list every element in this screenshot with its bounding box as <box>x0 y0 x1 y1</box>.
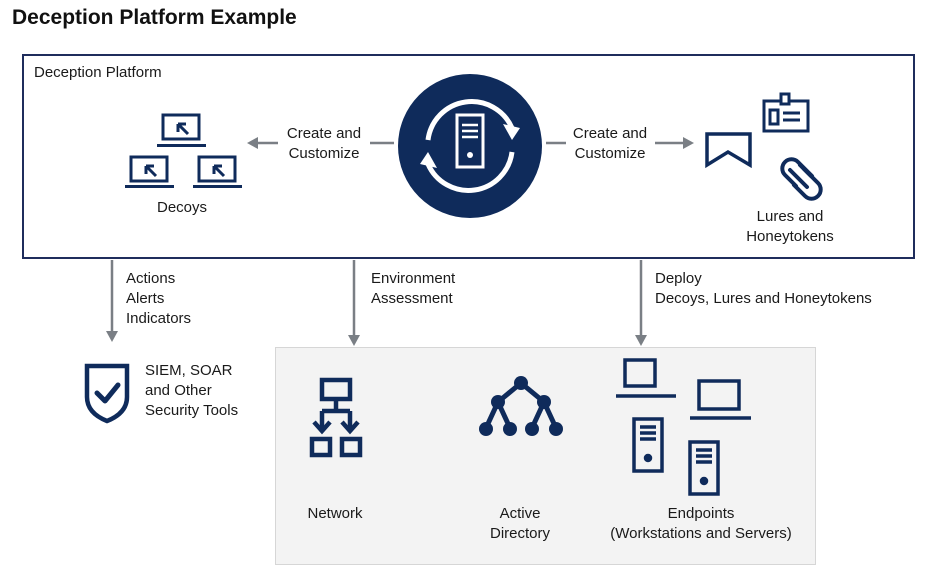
active-directory-label: Active Directory <box>489 505 550 542</box>
lures-honeytokens-label: Lures and Honeytokens <box>746 208 834 245</box>
arrow-deploy <box>635 260 647 346</box>
page-title: Deception Platform Example <box>12 6 297 29</box>
arrow-environment <box>348 260 360 346</box>
decoys-label: Decoys <box>156 199 208 216</box>
deception-platform-label: Deception Platform <box>34 64 162 81</box>
arrow-actions <box>106 260 118 342</box>
security-tools-label: SIEM, SOAR and Other Security Tools <box>145 362 239 419</box>
deploy-label: Deploy Decoys, Lures and Honeytokens <box>655 270 872 307</box>
network-label: Network <box>307 505 363 522</box>
environment-assessment-label: Environment Assessment <box>371 270 456 307</box>
actions-alerts-indicators-label: Actions Alerts Indicators <box>126 270 192 327</box>
endpoints-label: Endpoints (Workstations and Servers) <box>610 505 792 542</box>
create-customize-left-label: Create and Customize <box>286 125 362 162</box>
shield-check-icon <box>84 363 130 424</box>
create-customize-right-label: Create and Customize <box>572 125 648 162</box>
